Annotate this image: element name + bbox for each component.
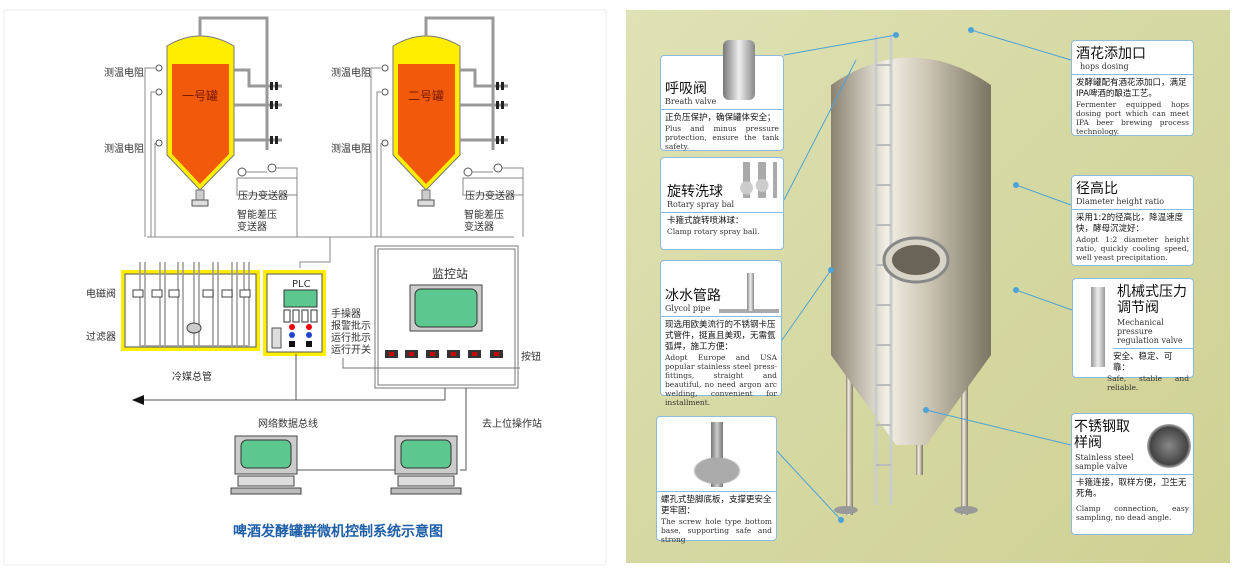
breath-valve-image [723, 40, 755, 100]
card-desc-zh: 安全、稳定、可靠： [1113, 352, 1173, 373]
card-title-en: hops dosing [1080, 62, 1129, 71]
card-title-zh: 径高比 [1076, 181, 1118, 197]
diff-pressure-label: 智能差压 [464, 208, 504, 221]
plc-label-switch: 运行开关 [331, 343, 371, 356]
card-screw-base: 螺孔式垫脚底板，支撑更安全更牢固： The screw hole type bo… [656, 416, 777, 544]
control-system-diagram: 一号罐 二号罐 测温电阻 测温电阻 测温电阻 测温电阻 压力变送器 压力变送器 … [0, 0, 612, 578]
monitor-station-label: 监控站 [432, 267, 468, 281]
tank-1-label: 一号罐 [182, 89, 218, 103]
button-label: 按钮 [521, 350, 541, 363]
computer-2 [390, 435, 462, 495]
card-desc-en: Adopt Europe and USA popular stainless s… [665, 353, 777, 407]
screw-base-image [692, 422, 742, 487]
card-title-en: Glycol pipe [665, 304, 711, 313]
temp-resistor-label: 测温电阻 [104, 66, 144, 79]
card-desc-en: Plus and minus pressure protection, ensu… [665, 124, 779, 151]
card-desc-zh: 螺孔式垫脚底板，支撑更安全更牢固： [661, 495, 772, 516]
network-bus-label: 网络数据总线 [258, 417, 318, 430]
fermenter-tank-image [831, 35, 991, 515]
plc-label-manual: 手操器 [331, 307, 361, 320]
card-desc-zh: 正负压保护，确保罐体安全； [665, 113, 776, 123]
diff-pressure-label: 变送器 [464, 220, 494, 233]
card-diameter-ratio: 径高比 Diameter height ratio 采用1:2的径高比，降温速度… [1071, 175, 1194, 266]
plc-label-run: 运行批示 [331, 331, 371, 344]
plc-label: PLC [292, 279, 311, 290]
sample-valve-image [1147, 424, 1191, 468]
card-title-zh: 不锈钢取样阀 [1074, 419, 1130, 451]
filter-label: 过滤器 [86, 330, 116, 343]
solenoid-valve-label: 电磁阀 [86, 287, 116, 300]
card-desc-en: The screw hole type bottom base, support… [661, 517, 772, 544]
diff-pressure-label: 变送器 [237, 220, 267, 233]
callout-lines [775, 27, 1073, 523]
card-desc-zh: 发酵罐配有酒花添加口，满足IPA啤酒的酿造工艺。 [1076, 78, 1187, 99]
card-title-en: Breath valve [665, 97, 717, 106]
pressure-transmitter-label: 压力变送器 [238, 189, 288, 202]
card-hops-dosing: 酒花添加口 hops dosing 发酵罐配有酒花添加口，满足IPA啤酒的酿造工… [1071, 40, 1194, 136]
card-desc-en: Adopt 1:2 diameter height ratio, quickly… [1076, 235, 1189, 262]
spray-ball-image [739, 162, 781, 198]
card-title-en: Rotary spray bal [667, 200, 735, 209]
arrow-left-icon [132, 395, 144, 405]
card-desc-zh: 卡箍式旋转喷淋球： [667, 216, 744, 226]
computer-1 [230, 435, 302, 495]
diagram-title: 啤酒发酵罐群微机控制系统示意图 [233, 523, 443, 540]
card-rotary-spray-ball: 旋转洗球 Rotary spray bal 卡箍式旋转喷淋球： Clamp ro… [660, 157, 784, 250]
fermenter-features-panel: 呼吸阀 Breath valve 正负压保护，确保罐体安全； Plus and … [626, 10, 1230, 563]
card-desc-en: Clamp connection, easy sampling, no dead… [1076, 504, 1189, 522]
card-title-zh: 酒花添加口 [1076, 46, 1146, 62]
card-pressure-valve: 机械式压力调节阀 Mechanical pressure regulation … [1072, 278, 1194, 392]
card-glycol-pipe: 冰水管路 Glycol pipe 现选用欧美流行的不锈钢卡压式管件，挺直且美观，… [660, 260, 782, 407]
card-desc-zh: 现选用欧美流行的不锈钢卡压式管件，挺直且美观，无需氩弧焊，施工方便： [665, 320, 776, 352]
to-upper-station-label: 去上位操作站 [482, 417, 542, 430]
pressure-valve-image [1083, 287, 1113, 367]
card-sample-valve: 不锈钢取样阀 Stainless steel sample valve 卡箍连接… [1071, 413, 1194, 535]
card-desc-zh: 采用1:2的径高比，降温速度快，酵母沉淀好： [1076, 213, 1184, 234]
tank-2-label: 二号罐 [408, 89, 444, 103]
diff-pressure-label: 智能差压 [237, 208, 277, 221]
pressure-transmitter-label: 压力变送器 [465, 189, 515, 202]
card-desc-zh: 卡箍连接，取样方便，卫生无死角。 [1076, 478, 1187, 499]
temp-resistor-label: 测温电阻 [104, 142, 144, 155]
glycol-pipe-image [719, 273, 779, 313]
refrigerant-main-label: 冷媒总管 [172, 370, 212, 383]
card-title-zh: 旋转洗球 [667, 184, 723, 200]
card-desc-en: Safe, stable and reliable. [1107, 374, 1189, 392]
card-desc-en: Fermenter equipped hops dosing port whic… [1076, 100, 1189, 136]
card-title-en: Stainless steel sample valve [1075, 453, 1134, 471]
card-title-en: Mechanical pressure regulation valve [1117, 318, 1183, 345]
temp-resistor-label: 测温电阻 [331, 66, 371, 79]
card-title-zh: 冰水管路 [665, 288, 721, 304]
card-desc-en: Clamp rotary spray ball. [667, 227, 760, 236]
temp-resistor-label: 测温电阻 [331, 142, 371, 155]
plc-label-alarm: 报警批示 [331, 319, 371, 332]
card-title-zh: 呼吸阀 [665, 81, 707, 97]
card-title-zh: 机械式压力调节阀 [1117, 284, 1187, 316]
card-breath-valve: 呼吸阀 Breath valve 正负压保护，确保罐体安全； Plus and … [660, 40, 784, 151]
card-title-en: Diameter height ratio [1076, 197, 1165, 206]
